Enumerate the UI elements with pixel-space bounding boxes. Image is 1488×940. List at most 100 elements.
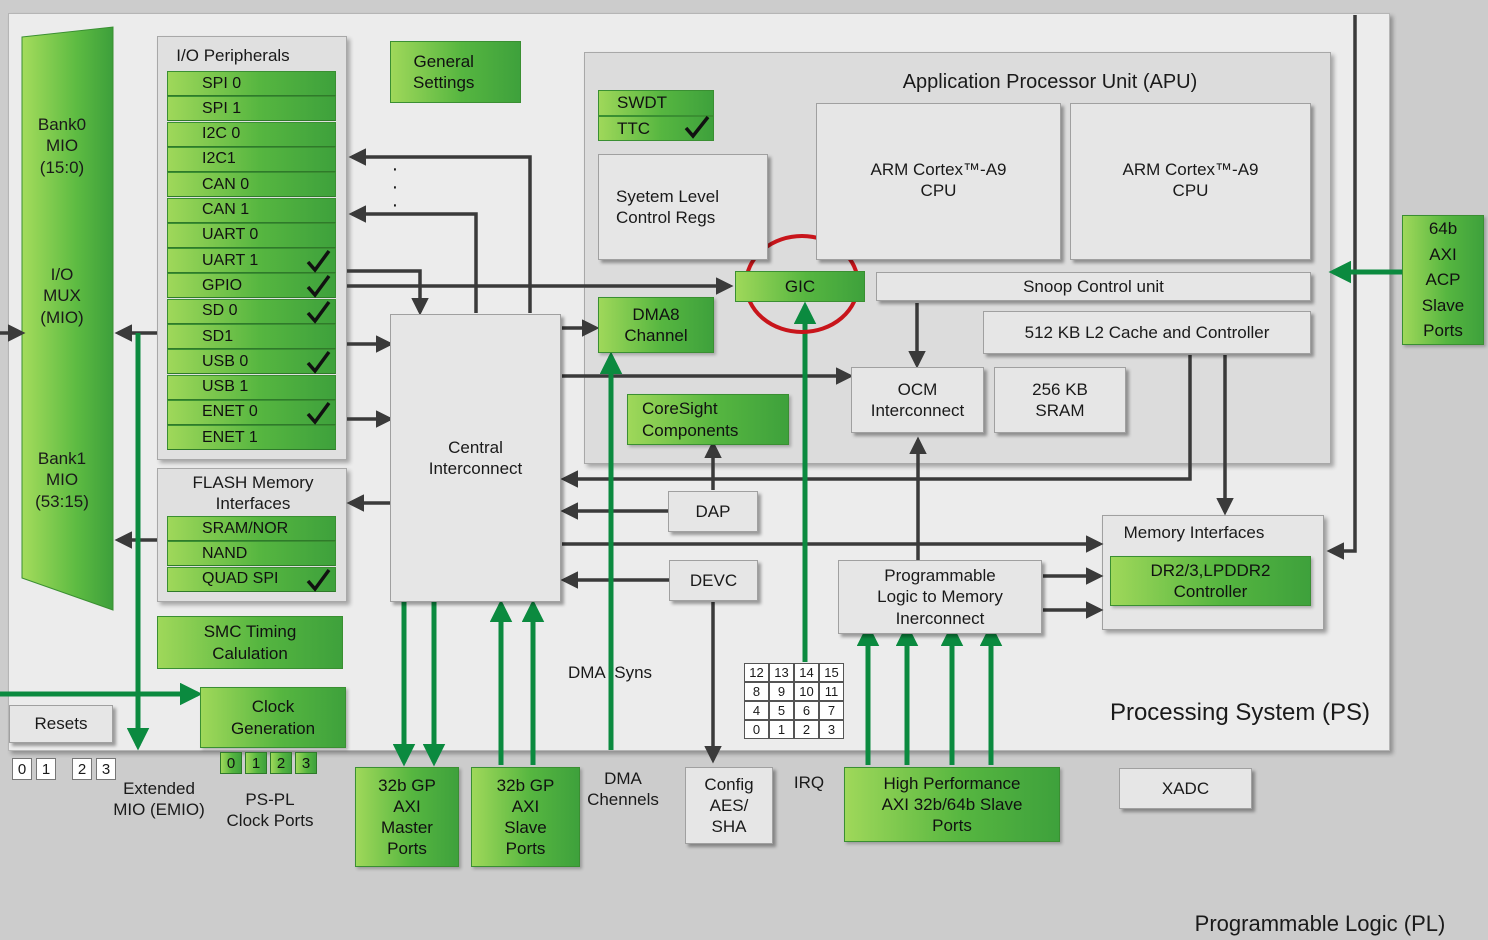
check-icon bbox=[305, 300, 331, 324]
gp-master-ports-block: 32b GP AXI Master Ports bbox=[355, 767, 459, 867]
memory-interfaces-title: Memory Interfaces bbox=[1123, 523, 1265, 542]
io-peripheral-item: USB 1 bbox=[167, 374, 336, 400]
acp-slave-ports-block: 64b AXI ACP Slave Ports bbox=[1402, 215, 1484, 345]
irq-cell: 0 bbox=[744, 720, 769, 739]
io-peripheral-item-label: SD 0 bbox=[202, 302, 238, 320]
emio-number-1: 1 bbox=[36, 758, 56, 780]
flash-interface-item: QUAD SPI bbox=[167, 566, 336, 592]
irq-cell: 2 bbox=[794, 720, 819, 739]
gic-block: GIC bbox=[735, 271, 865, 302]
io-peripheral-item-label: SPI 1 bbox=[202, 99, 242, 117]
hp-slave-ports-block: High Performance AXI 32b/64b Slave Ports bbox=[844, 767, 1060, 842]
irq-cell: 6 bbox=[794, 701, 819, 720]
clock-generation-block: Clock Generation bbox=[200, 687, 346, 748]
check-icon bbox=[305, 350, 331, 375]
irq-cell: 3 bbox=[819, 720, 844, 739]
io-peripheral-item: CAN 0 bbox=[167, 172, 336, 198]
cpu1-block: ARM Cortex™-A9 CPU bbox=[1070, 103, 1311, 260]
check-icon bbox=[305, 274, 331, 299]
io-peripheral-item-label: ENET 0 bbox=[202, 403, 258, 421]
swdt-block: SWDT bbox=[598, 90, 714, 116]
irq-cell: 7 bbox=[819, 701, 844, 720]
irq-cell: 14 bbox=[794, 663, 819, 682]
io-peripheral-item-label: GPIO bbox=[202, 276, 243, 294]
irq-cell: 10 bbox=[794, 682, 819, 701]
pspl-clock-label: PS-PL Clock Ports bbox=[226, 790, 314, 831]
ps-title: Processing System (PS) bbox=[1109, 699, 1371, 726]
io-peripheral-item-label: SD1 bbox=[202, 327, 234, 345]
cpu0-block: ARM Cortex™-A9 CPU bbox=[816, 103, 1061, 260]
flash-interface-item-label: SRAM/NOR bbox=[202, 519, 289, 537]
irq-cell: 11 bbox=[819, 682, 844, 701]
clock-port-3: 3 bbox=[295, 752, 317, 774]
bank0-label: Bank0 MIO (15:0) bbox=[37, 115, 87, 177]
io-peripheral-item-label: CAN 0 bbox=[202, 175, 250, 193]
apu-title: Application Processor Unit (APU) bbox=[902, 71, 1198, 93]
check-icon bbox=[305, 249, 331, 273]
io-peripheral-item-label: USB 1 bbox=[202, 378, 249, 396]
system-level-control-block: Syetem Level Control Regs bbox=[598, 154, 768, 260]
emio-number-0: 0 bbox=[12, 758, 32, 780]
config-aes-sha-block: Config AES/ SHA bbox=[685, 767, 773, 844]
io-peripheral-item: CAN 1 bbox=[167, 197, 336, 223]
irq-cell: 13 bbox=[769, 663, 794, 682]
io-peripheral-item: SD 0 bbox=[167, 298, 336, 324]
clock-port-0: 0 bbox=[220, 752, 242, 774]
clock-port-1: 1 bbox=[245, 752, 267, 774]
io-peripheral-item-label: SPI 0 bbox=[202, 74, 242, 92]
io-peripheral-item-label: UART 1 bbox=[202, 251, 259, 269]
io-peripheral-item: UART 1 bbox=[167, 248, 336, 274]
io-peripheral-item-label: I2C1 bbox=[202, 150, 236, 168]
io-peripheral-item: SPI 0 bbox=[167, 71, 336, 96]
smc-timing-block: SMC Timing Calulation bbox=[157, 616, 343, 669]
mux-label: I/O MUX (MIO) bbox=[40, 265, 84, 327]
irq-cell: 4 bbox=[744, 701, 769, 720]
irq-cell: 12 bbox=[744, 663, 769, 682]
check-icon bbox=[305, 568, 331, 592]
io-peripheral-item-label: USB 0 bbox=[202, 352, 249, 370]
irq-cell: 15 bbox=[819, 663, 844, 682]
flash-interface-item-label: QUAD SPI bbox=[202, 570, 279, 588]
clock-port-2: 2 bbox=[270, 752, 292, 774]
io-peripheral-item-label: UART 0 bbox=[202, 226, 259, 244]
irq-label: IRQ bbox=[793, 773, 825, 792]
emio-number-2: 2 bbox=[72, 758, 92, 780]
ddr-controller-block: DR2/3,LPDDR2 Controller bbox=[1110, 556, 1311, 606]
io-peripheral-item: ENET 0 bbox=[167, 399, 336, 425]
irq-cell: 1 bbox=[769, 720, 794, 739]
snoop-control-block: Snoop Control unit bbox=[876, 272, 1311, 301]
dma8-channel-block: DMA8 Channel bbox=[598, 297, 714, 353]
flash-title: FLASH Memory Interfaces bbox=[192, 473, 314, 514]
devc-block: DEVC bbox=[669, 560, 758, 601]
io-peripheral-item: I2C 0 bbox=[167, 121, 336, 147]
io-peripheral-item: I2C1 bbox=[167, 146, 336, 172]
io-peripheral-item: GPIO bbox=[167, 273, 336, 299]
io-peripheral-item-label: ENET 1 bbox=[202, 428, 258, 446]
flash-interface-item-label: NAND bbox=[202, 544, 248, 562]
pl-to-memory-interconnect-block: Programmable Logic to Memory Inerconnect bbox=[838, 560, 1042, 634]
sram-256kb-block: 256 KB SRAM bbox=[994, 367, 1126, 433]
io-peripheral-item-label: I2C 0 bbox=[202, 125, 241, 143]
ellipsis-dots: · · · bbox=[391, 158, 399, 216]
general-settings-block: General Settings bbox=[390, 41, 521, 103]
flash-interface-item: NAND bbox=[167, 541, 336, 567]
io-peripheral-item: SD1 bbox=[167, 324, 336, 349]
irq-cell: 9 bbox=[769, 682, 794, 701]
flash-interface-item: SRAM/NOR bbox=[167, 516, 336, 541]
ttc-block: TTC bbox=[598, 116, 714, 141]
check-icon bbox=[305, 401, 331, 425]
xadc-block: XADC bbox=[1119, 768, 1252, 809]
gp-slave-ports-block: 32b GP AXI Slave Ports bbox=[471, 767, 580, 867]
l2-cache-block: 512 KB L2 Cache and Controller bbox=[983, 311, 1311, 354]
ocm-interconnect-block: OCM Interconnect bbox=[851, 367, 984, 433]
io-peripheral-item: ENET 1 bbox=[167, 425, 336, 451]
io-peripheral-item-label: CAN 1 bbox=[202, 201, 250, 218]
dma-syns-label: DMA Syns bbox=[567, 663, 653, 682]
coresight-block: CoreSight Components bbox=[627, 394, 789, 445]
io-peripheral-item: UART 0 bbox=[167, 222, 336, 248]
resets-block: Resets bbox=[9, 705, 113, 743]
irq-cell: 5 bbox=[769, 701, 794, 720]
emio-number-3: 3 bbox=[96, 758, 116, 780]
io-mux-mio-block bbox=[21, 26, 114, 611]
